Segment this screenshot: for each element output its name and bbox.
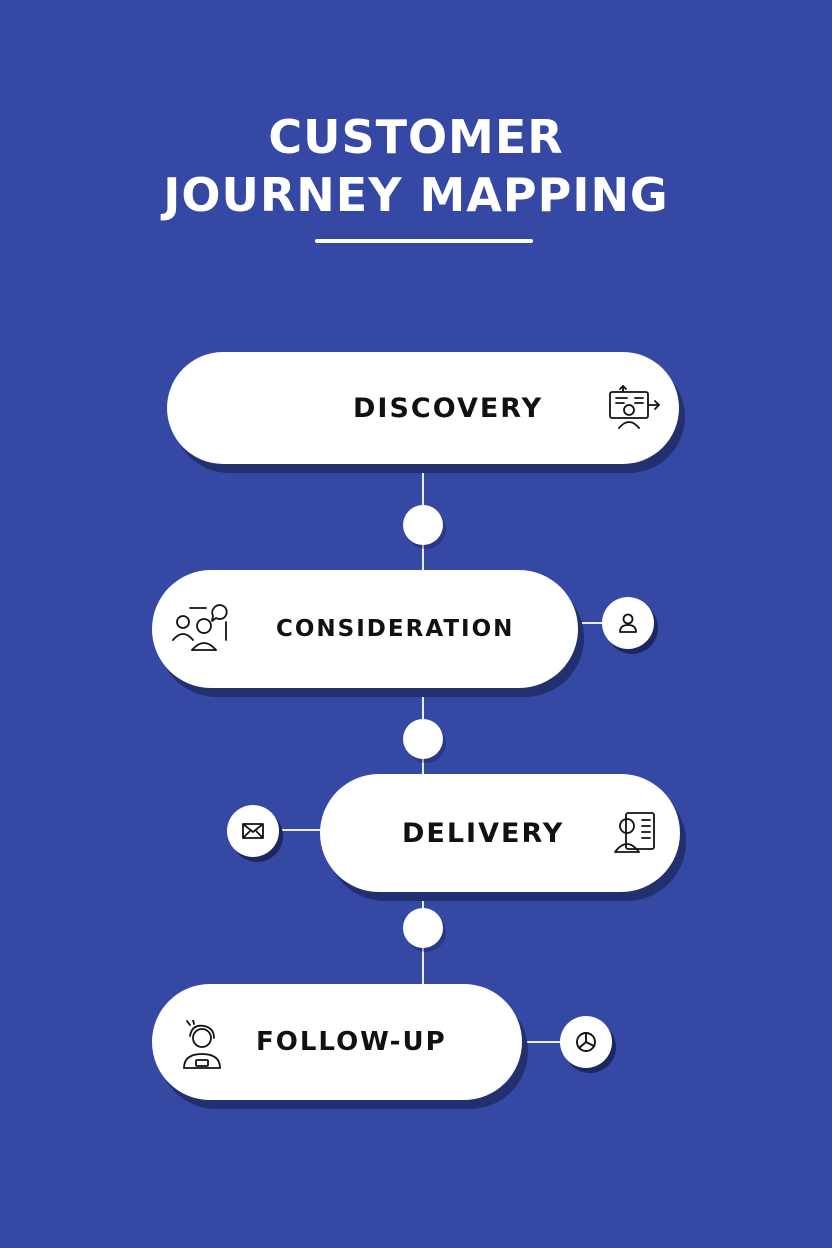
side-connector-delivery [276,829,322,831]
user-icon [619,613,637,633]
presentation-board-icon [607,384,663,434]
stage-label-delivery: DELIVERY [402,817,565,849]
connector-dot-1 [403,505,443,545]
stage-followup: FOLLOW-UP [152,984,522,1100]
title-line-1: CUSTOMER [268,110,564,164]
envelope-icon-badge [227,805,279,857]
pie-chart-icon-badge [560,1016,612,1068]
connector-dot-3 [403,908,443,948]
document-person-icon [612,810,658,856]
stage-label-discovery: DISCOVERY [353,392,544,424]
stage-discovery: DISCOVERY [167,352,679,464]
diagram-title: CUSTOMER JOURNEY MAPPING [0,108,832,224]
title-line-2: JOURNEY MAPPING [163,168,669,222]
stage-label-followup: FOLLOW-UP [256,1027,447,1057]
stage-label-consideration: CONSIDERATION [276,616,515,642]
side-connector-followup [520,1041,564,1043]
support-agent-icon [180,1020,224,1072]
title-underline [315,239,533,243]
pie-chart-icon [576,1032,596,1052]
stage-consideration: CONSIDERATION [152,570,578,688]
envelope-icon [242,823,264,839]
stage-delivery: DELIVERY [320,774,680,892]
connector-dot-2 [403,719,443,759]
user-icon-badge [602,597,654,649]
people-discussion-icon [170,600,232,658]
side-connector-consideration [576,622,606,624]
